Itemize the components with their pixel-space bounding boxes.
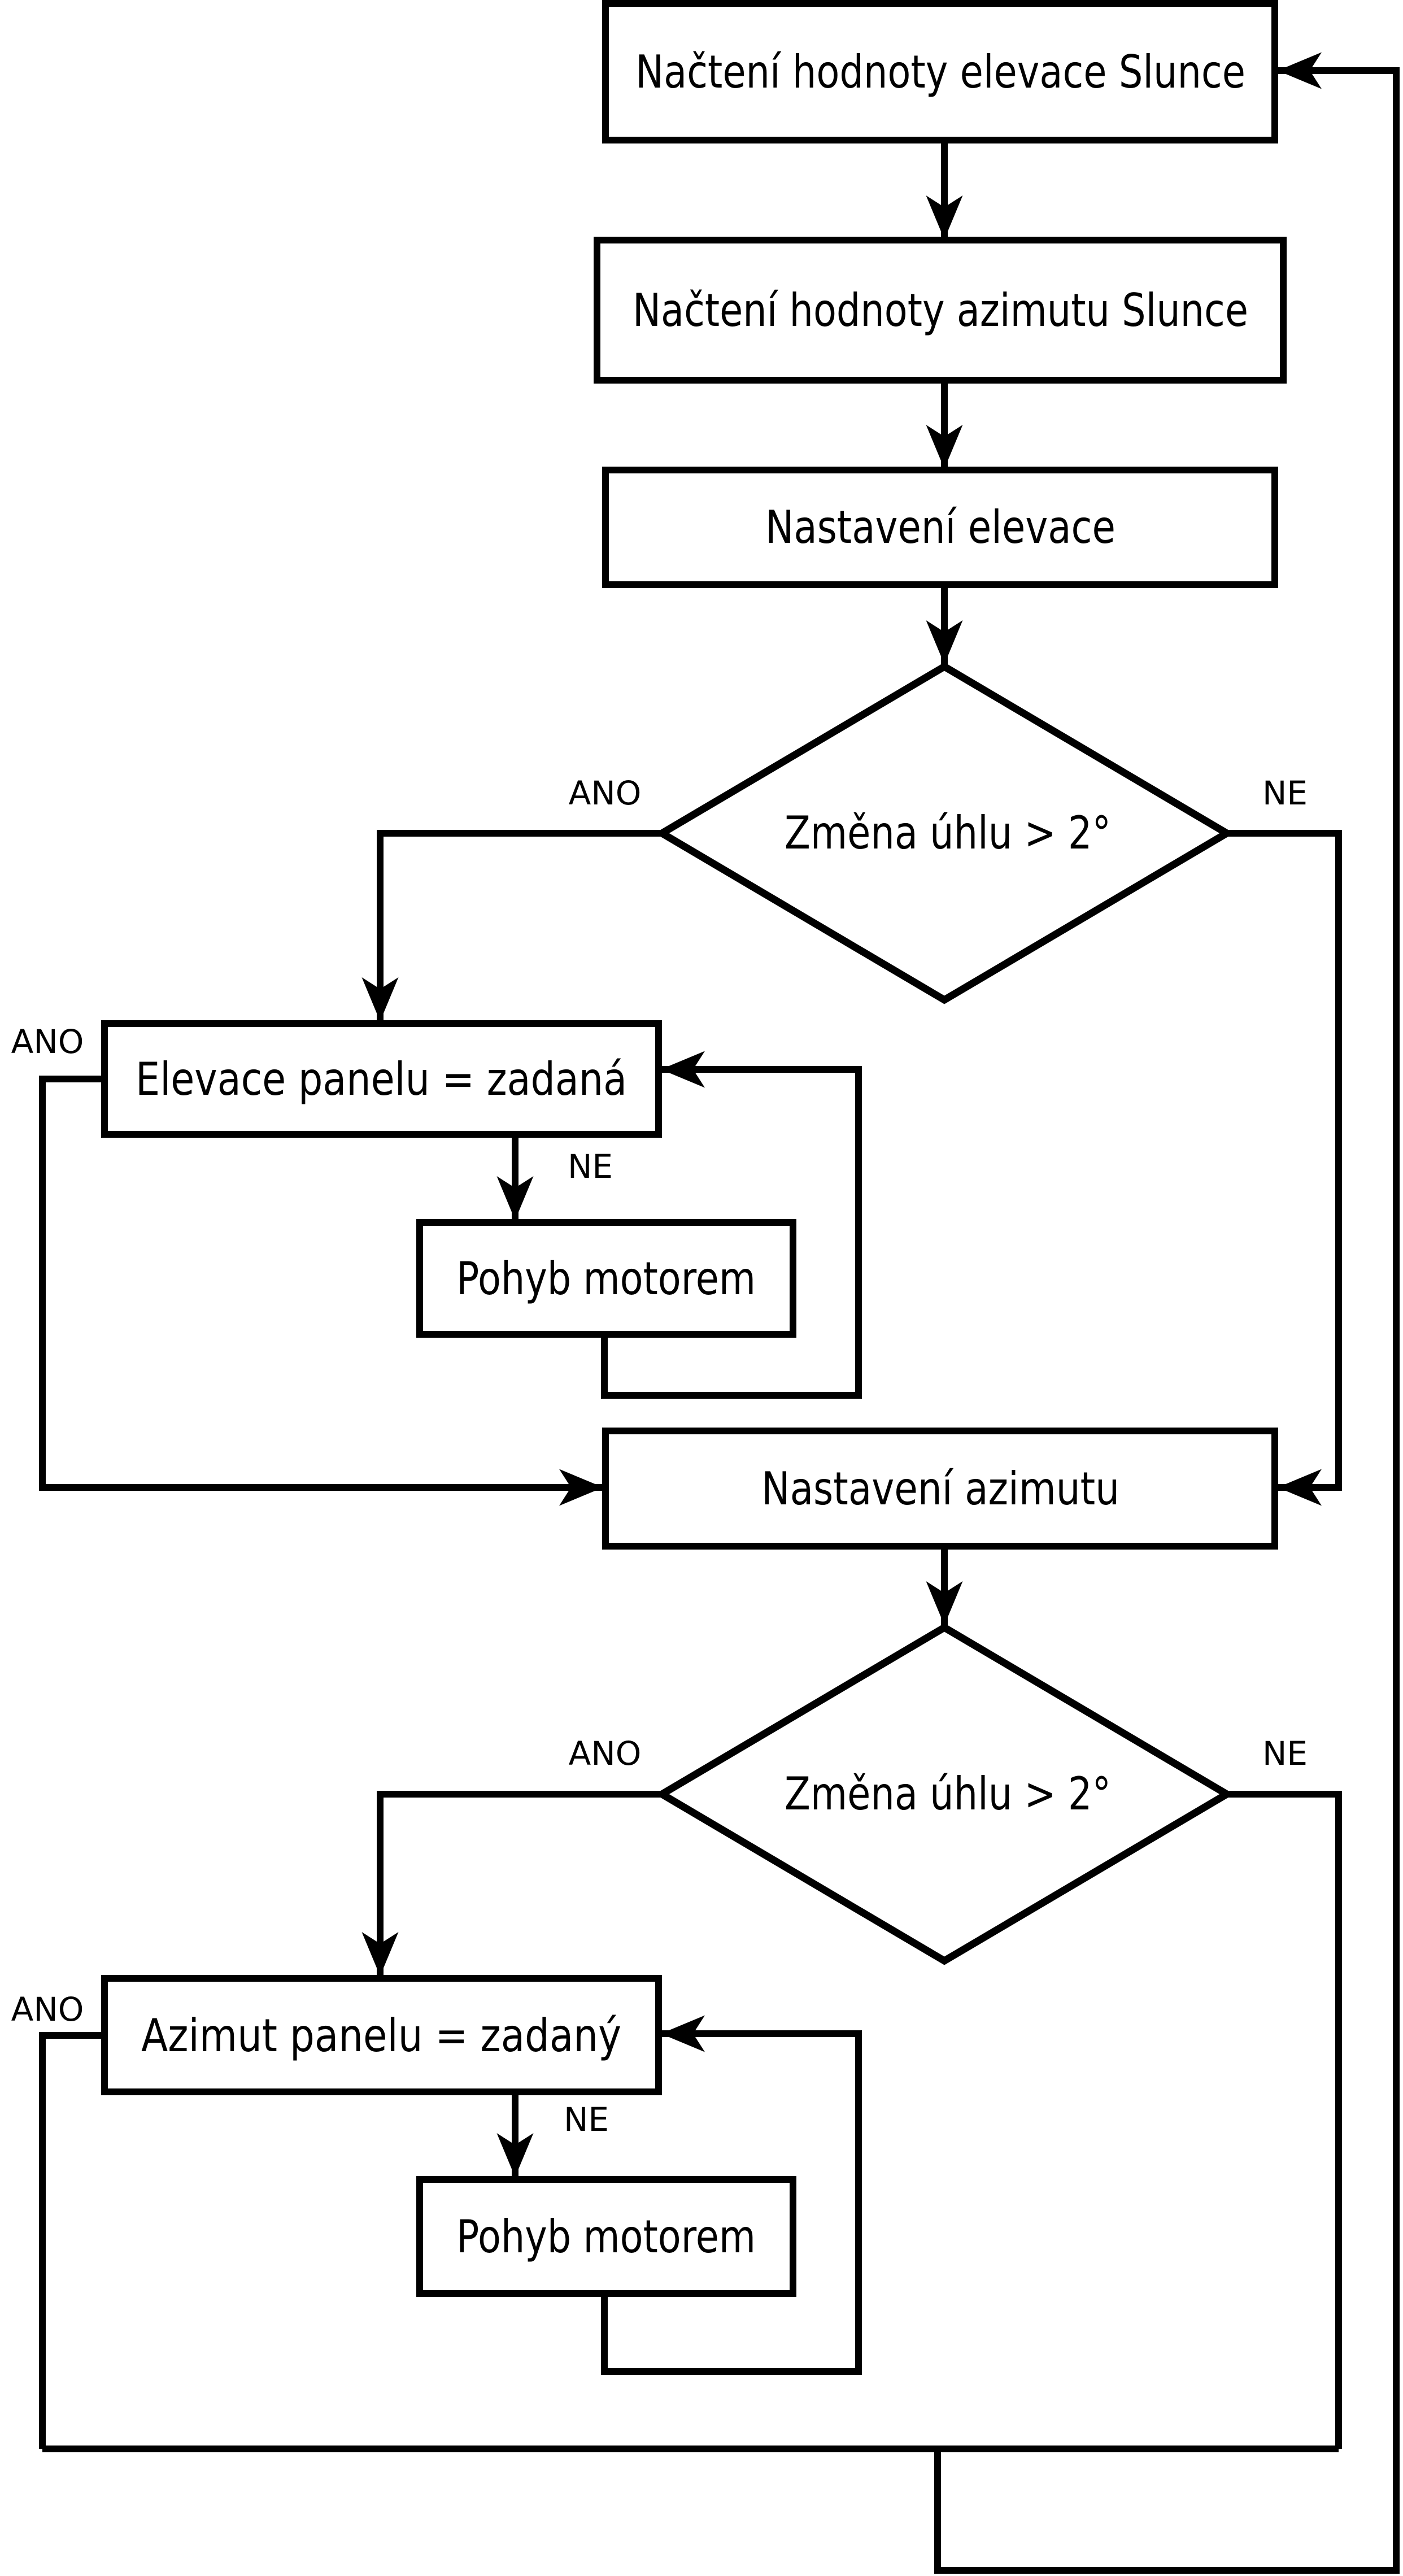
node-motor-move-elevation [416,1219,796,1338]
label-azimuth-loop-yes: ANO [11,1990,84,2029]
node-load-azimuth-label: Načtení hodnoty azimutu Slunce [633,284,1248,337]
node-motor-move-azimuth-label: Pohyb motorem [456,2211,756,2263]
node-decision-elevation [655,662,1234,1004]
label-elevation-loop-no: NE [568,1147,613,1186]
edge-elevation-loop-yes [39,1076,603,1506]
label-azimuth-loop-no: NE [564,2100,609,2139]
label-decision-azimuth-yes: ANO [569,1734,642,1773]
label-decision-elevation-yes: ANO [569,774,642,812]
node-set-elevation-label: Nastavení elevace [765,501,1116,554]
node-panel-elevation-equals-label: Elevace panelu = zadaná [136,1053,627,1106]
node-load-elevation [602,0,1278,143]
node-decision-azimuth [655,1623,1234,1965]
edge-azimuth-loop-yes [39,2032,104,2449]
label-decision-azimuth-no: NE [1262,1734,1308,1773]
edge-return-to-start [934,52,1400,2574]
node-motor-move-elevation-label: Pohyb motorem [456,1252,756,1305]
edge-decision-azimuth-yes [361,1791,662,1976]
node-set-azimuth [602,1428,1278,1550]
node-panel-azimuth-equals-label: Azimut panelu = zadaný [141,2009,621,2062]
label-decision-elevation-no: NE [1262,774,1308,812]
edge-motor-elevation-loop-back [601,1051,862,1399]
node-decision-elevation-label: Změna úhlu > 2° [785,807,1111,859]
node-load-azimuth [594,237,1287,384]
node-panel-azimuth-equals [101,1975,662,2095]
edge-decision-elevation-yes [361,830,662,1021]
node-panel-elevation-equals [101,1020,662,1138]
node-set-elevation [602,467,1278,588]
node-load-elevation-label: Načtení hodnoty elevace Slunce [635,46,1245,98]
node-decision-azimuth-label: Změna úhlu > 2° [785,1768,1111,1820]
edge-motor-azimuth-loop-back [601,2015,862,2375]
node-set-azimuth-label: Nastavení azimutu [761,1463,1119,1515]
node-motor-move-azimuth [416,2176,796,2297]
edge-decision-azimuth-no [1227,1791,1342,2449]
label-elevation-loop-yes: ANO [11,1022,84,1061]
edge-decision-elevation-no [1227,830,1342,1506]
